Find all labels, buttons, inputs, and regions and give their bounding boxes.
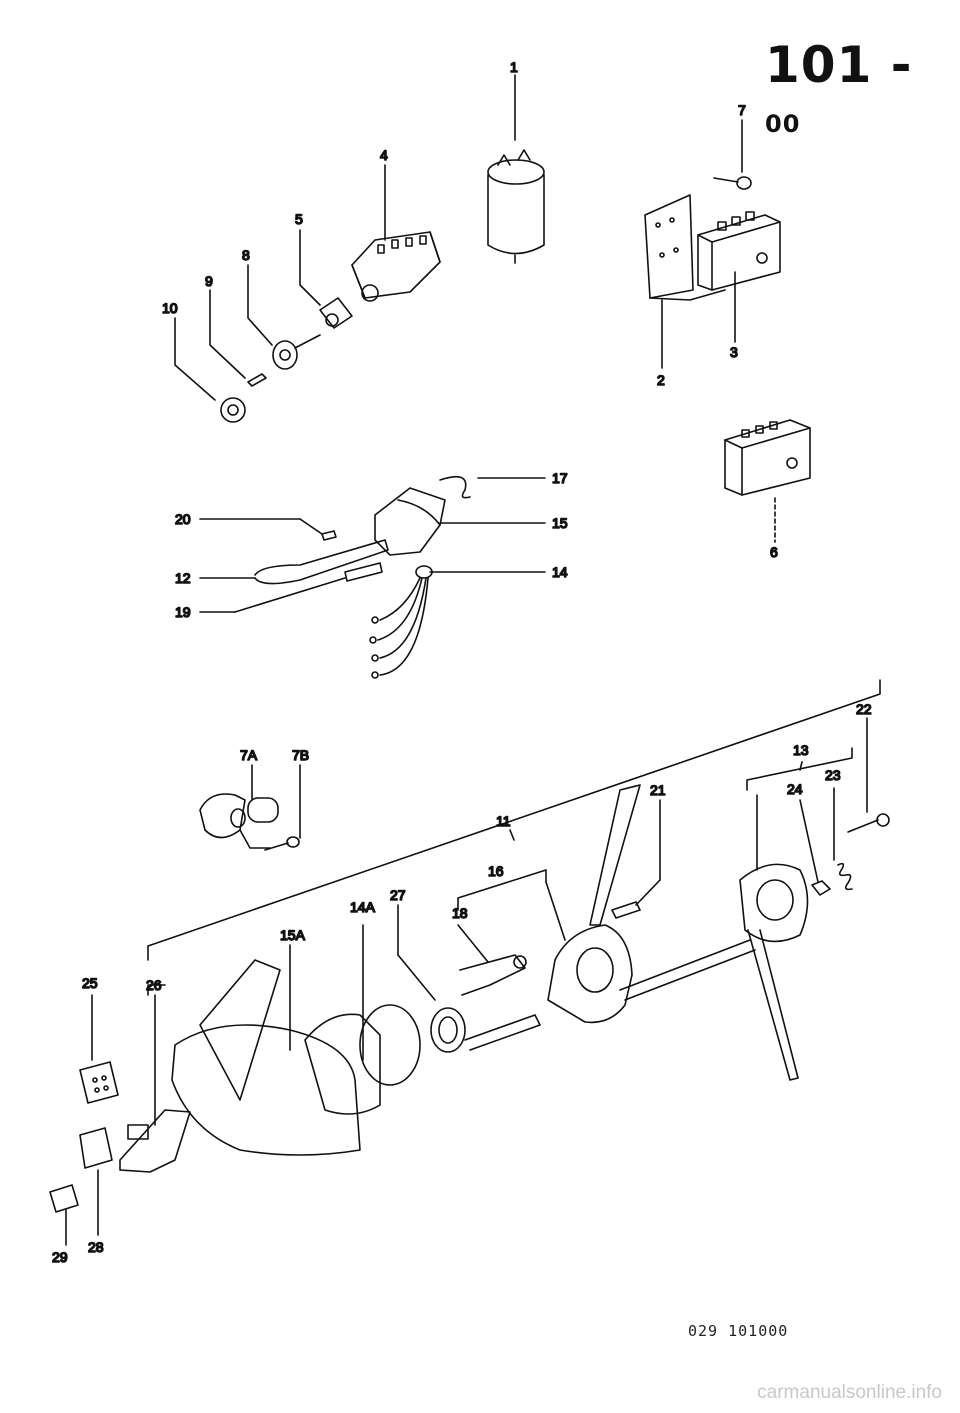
part-19-screw	[199, 562, 383, 613]
watermark-bar: carmanualsonline.info	[0, 1378, 960, 1408]
label-18: 18	[452, 905, 468, 921]
part-13-combination-switch	[619, 794, 809, 1081]
part-1-capacitor	[487, 74, 545, 264]
part-12-lever	[199, 539, 389, 585]
label-7B: 7B	[292, 747, 309, 763]
part-23-spring	[833, 787, 853, 891]
label-10: 10	[162, 300, 178, 316]
label-5: 5	[295, 211, 303, 227]
label-9: 9	[205, 273, 213, 289]
label-7A: 7A	[240, 747, 258, 763]
part-14-harness	[369, 565, 546, 679]
label-11: 11	[496, 813, 511, 829]
part-7B-screw	[264, 764, 301, 851]
part-25-connector	[79, 994, 119, 1104]
label-27: 27	[390, 887, 406, 903]
part-28-plug	[79, 1127, 113, 1236]
label-12: 12	[175, 570, 191, 586]
drawing-reference-number: 029 101000	[688, 1322, 789, 1340]
label-14A: 14A	[350, 899, 376, 915]
label-28: 28	[88, 1239, 104, 1255]
label-1: 1	[510, 59, 518, 75]
part-20-screw	[199, 518, 337, 541]
label-14: 14	[552, 564, 568, 580]
label-2: 2	[657, 372, 665, 388]
label-16: 16	[488, 863, 504, 879]
part-15-housing	[374, 487, 546, 556]
part-7A-switch	[199, 764, 279, 849]
part-15A-shroud	[171, 944, 361, 1156]
label-22: 22	[856, 701, 872, 717]
part-2-bracket	[644, 194, 726, 369]
label-15A: 15A	[280, 927, 306, 943]
watermark-text: carmanualsonline.info	[757, 1382, 942, 1403]
part-8-lock-cylinder	[247, 264, 321, 370]
part-22-bolt	[847, 717, 890, 833]
label-19: 19	[175, 604, 191, 620]
label-15: 15	[552, 515, 568, 531]
part-11-assembly-bracket	[147, 679, 881, 961]
label-4: 4	[380, 147, 388, 163]
part-17-clip	[439, 475, 546, 499]
part-29-plug	[49, 1184, 79, 1246]
label-7: 7	[738, 102, 746, 118]
part-4-switch-block	[351, 164, 441, 302]
label-8: 8	[242, 247, 250, 263]
part-21-pin	[611, 799, 661, 919]
part-18-wire	[457, 924, 527, 996]
part-wiper-lever	[589, 784, 641, 926]
label-29: 29	[52, 1249, 68, 1265]
part-7-screw	[713, 119, 752, 190]
part-26-bracket	[119, 984, 191, 1173]
part-6-relay	[724, 419, 811, 543]
part-9-pin	[209, 289, 267, 387]
label-13: 13	[793, 742, 809, 758]
label-23: 23	[825, 767, 841, 783]
label-20: 20	[175, 511, 191, 527]
page-number: 101 - 00	[765, 36, 913, 138]
part-16-switch-plate	[457, 869, 633, 1024]
part-10-cap	[174, 317, 246, 423]
label-17: 17	[552, 470, 568, 486]
part-24-clip	[799, 799, 831, 896]
part-13-bracket	[746, 747, 853, 791]
part-3-relay	[697, 211, 781, 343]
part-14A-column-tube	[304, 924, 421, 1115]
part-5-bushing	[299, 229, 353, 329]
label-3: 3	[730, 344, 738, 360]
label-24: 24	[787, 781, 803, 797]
label-6: 6	[770, 544, 778, 560]
label-25: 25	[82, 975, 98, 991]
label-26: 26	[146, 977, 162, 993]
part-27-seal	[397, 904, 541, 1053]
label-21: 21	[650, 782, 666, 798]
